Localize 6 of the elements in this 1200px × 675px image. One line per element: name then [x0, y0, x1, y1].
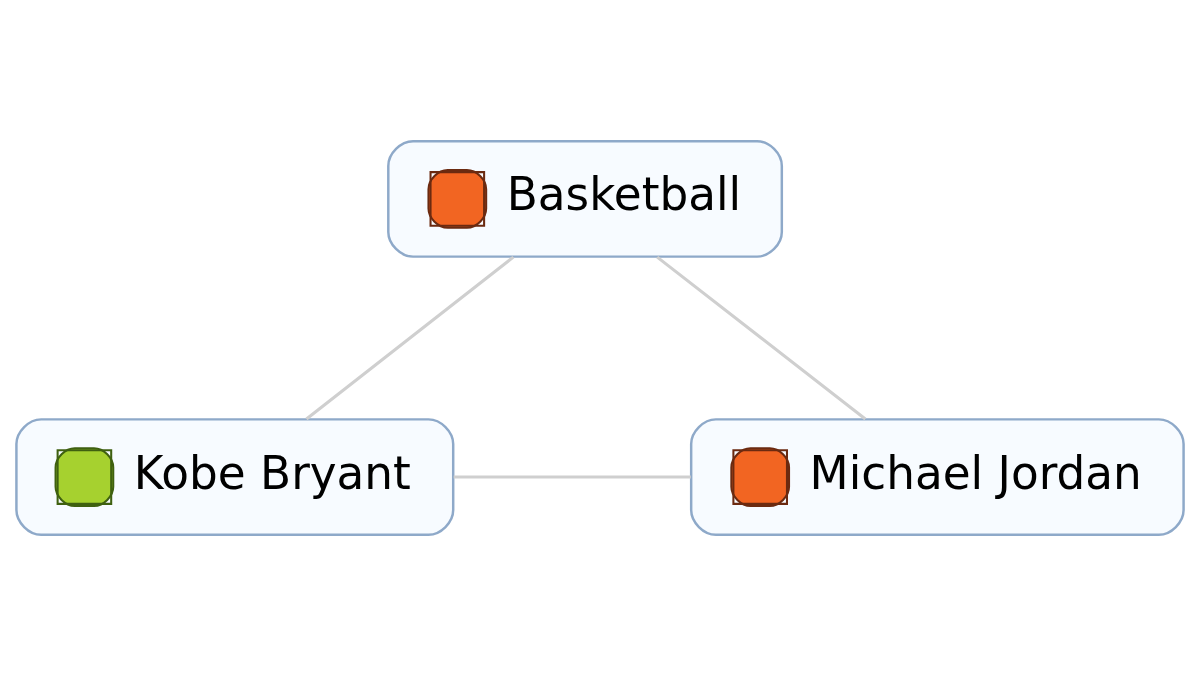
node-box: Kobe Bryant	[15, 417, 455, 536]
connector	[656, 255, 867, 420]
node-box: Basketball	[387, 139, 784, 258]
connector	[453, 475, 691, 479]
node-box: Michael Jordan	[689, 417, 1185, 536]
connector	[305, 255, 515, 420]
